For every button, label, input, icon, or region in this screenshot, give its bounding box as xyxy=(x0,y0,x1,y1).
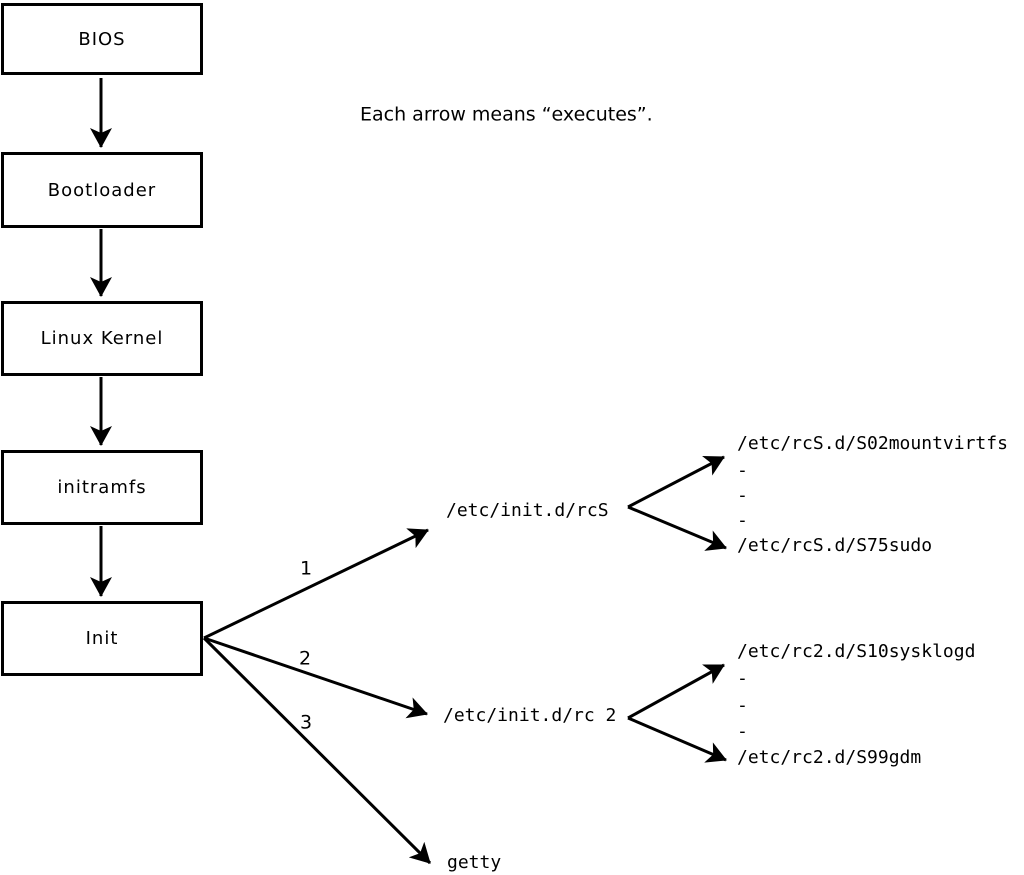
branch-target-getty: getty xyxy=(447,852,502,873)
stage-box-linux-kernel: Linux Kernel xyxy=(1,301,203,376)
arrow-rcs-to-s75sudo xyxy=(627,505,727,551)
script-entry-ellipsis: - xyxy=(737,460,748,481)
script-entry-ellipsis: - xyxy=(737,510,748,531)
branch-number-3: 3 xyxy=(300,711,313,734)
stage-box-bios: BIOS xyxy=(1,3,203,75)
arrow-init-to-rc2 xyxy=(203,636,428,719)
stage-box-initramfs: initramfs xyxy=(1,450,203,525)
script-entry-s10sysklogd: /etc/rc2.d/S10sysklogd xyxy=(737,641,976,662)
script-entry-s99gdm: /etc/rc2.d/S99gdm xyxy=(737,747,922,768)
arrow-rcs-to-s02mountvirtfs xyxy=(627,455,725,509)
stage-label-initramfs: initramfs xyxy=(57,477,147,498)
stage-label-linux-kernel: Linux Kernel xyxy=(40,328,164,349)
arrow-rc2-to-s99gdm xyxy=(627,716,727,763)
script-entry-ellipsis: - xyxy=(737,721,748,742)
arrow-init-to-rcs xyxy=(203,528,429,640)
script-entry-s75sudo: /etc/rcS.d/S75sudo xyxy=(737,535,933,556)
arrow-rc2-to-s10sysklogd xyxy=(627,663,725,720)
branch-number-1: 1 xyxy=(300,557,313,580)
legend-caption: Each arrow means “executes”. xyxy=(360,103,653,126)
stage-label-bootloader: Bootloader xyxy=(47,179,157,201)
script-entry-ellipsis: - xyxy=(737,485,748,506)
script-entry-s02mountvirtfs: /etc/rcS.d/S02mountvirtfs xyxy=(737,433,1008,454)
arrow-init-to-getty xyxy=(202,636,432,865)
branch-target-rc2: /etc/init.d/rc 2 xyxy=(443,705,617,726)
stage-box-init: Init xyxy=(1,601,203,676)
stage-box-bootloader: Bootloader xyxy=(1,152,203,228)
branch-number-2: 2 xyxy=(299,647,312,670)
stage-label-init: Init xyxy=(85,628,119,649)
script-entry-ellipsis: - xyxy=(737,668,748,689)
stage-label-bios: BIOS xyxy=(78,28,126,50)
branch-target-rcs: /etc/init.d/rcS xyxy=(446,500,609,521)
script-entry-ellipsis: - xyxy=(737,695,748,716)
